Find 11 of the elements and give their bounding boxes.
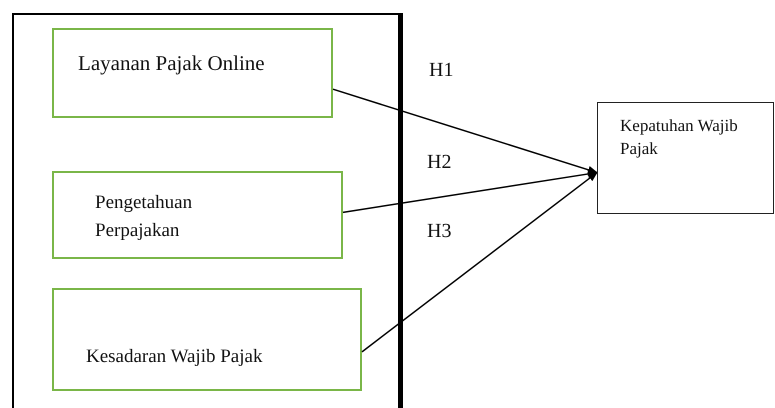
variable-box: [52, 171, 343, 259]
arrow: [332, 88, 598, 174]
variable-box: [52, 288, 362, 391]
node-label: Kepatuhan Wajib Pajak: [620, 115, 739, 160]
outcome-box: [597, 102, 774, 214]
arrow: [362, 172, 598, 352]
node-label: Pengetahuan Perpajakan: [95, 191, 194, 243]
group-frame: [12, 13, 403, 408]
variable-box: [52, 28, 333, 118]
node-label: Kesadaran Wajib Pajak: [86, 344, 264, 369]
node-label: Layanan Pajak Online: [78, 50, 266, 77]
